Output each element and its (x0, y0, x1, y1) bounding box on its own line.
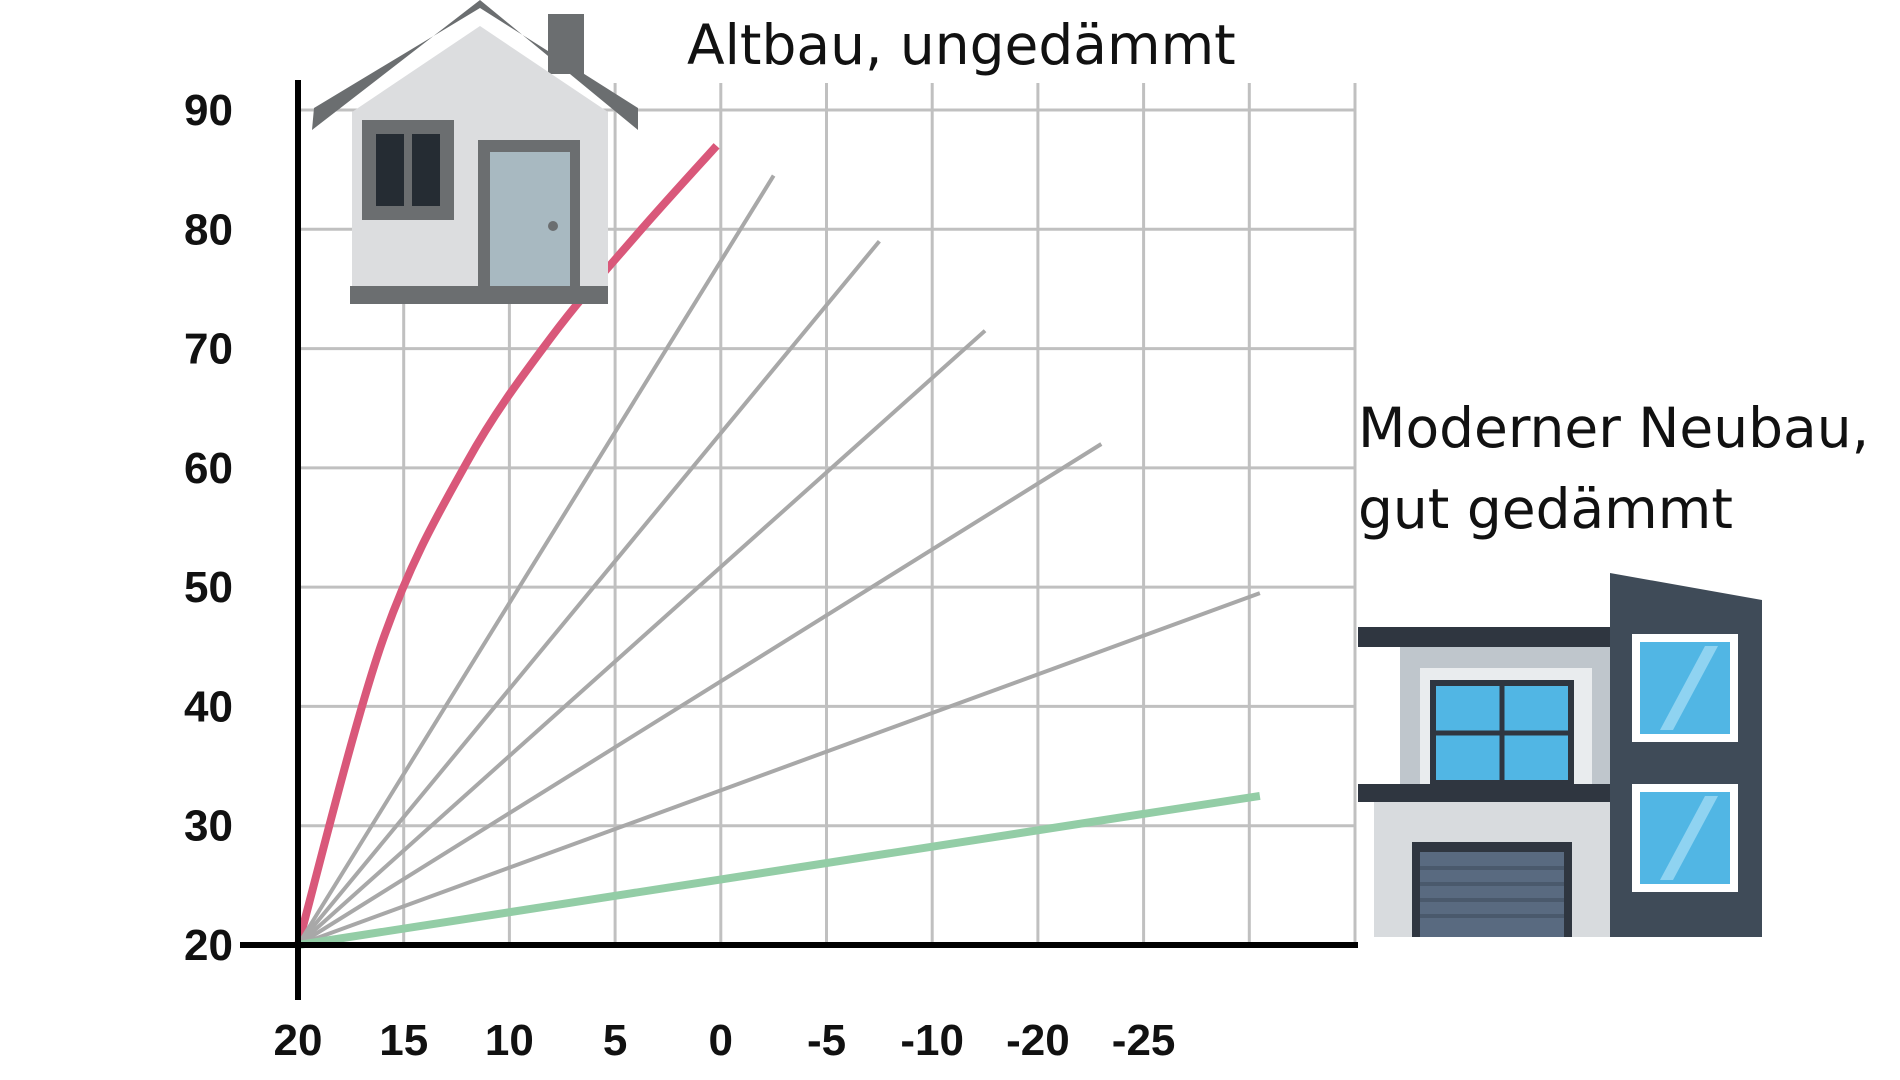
curve-new (297, 791, 1261, 949)
x-tick-label: -20 (1006, 1016, 1070, 1065)
y-tick-labels: 20 30 40 50 60 70 80 90 (184, 86, 233, 970)
y-tick-label: 70 (184, 325, 233, 374)
x-tick-label: 10 (485, 1016, 534, 1065)
label-old-house: Altbau, ungedämmt (687, 13, 1236, 77)
grid (298, 83, 1357, 945)
y-tick-label: 40 (184, 682, 233, 731)
curve-gray (296, 174, 776, 947)
y-tick-label: 30 (184, 802, 233, 851)
curve-gray (297, 591, 1261, 947)
x-tick-label: 5 (603, 1016, 627, 1065)
axes (240, 80, 1358, 1000)
y-tick-label: 60 (184, 444, 233, 493)
label-new-house-line1: Moderner Neubau, (1358, 396, 1869, 460)
y-tick-label: 90 (184, 86, 233, 135)
label-new-house-line2: gut gedämmt (1358, 477, 1733, 541)
x-tick-label: 15 (379, 1016, 428, 1065)
y-tick-label: 80 (184, 205, 233, 254)
y-tick-label: 20 (184, 921, 233, 970)
curve-old (294, 143, 720, 947)
curve-gray (296, 239, 881, 947)
x-tick-label: 0 (709, 1016, 733, 1065)
curve-gray (296, 442, 1103, 947)
x-tick-label: 20 (274, 1016, 323, 1065)
curves (294, 143, 1261, 949)
curve-gray (296, 329, 987, 947)
modern-house-icon (1358, 573, 1762, 937)
y-tick-label: 50 (184, 563, 233, 612)
old-house-icon (312, 0, 638, 304)
x-tick-label: -5 (807, 1016, 846, 1065)
x-tick-labels: 20 15 10 5 0 -5 -10 -20 -25 (274, 1016, 1176, 1065)
x-tick-label: -10 (900, 1016, 964, 1065)
x-tick-label: -25 (1112, 1016, 1176, 1065)
